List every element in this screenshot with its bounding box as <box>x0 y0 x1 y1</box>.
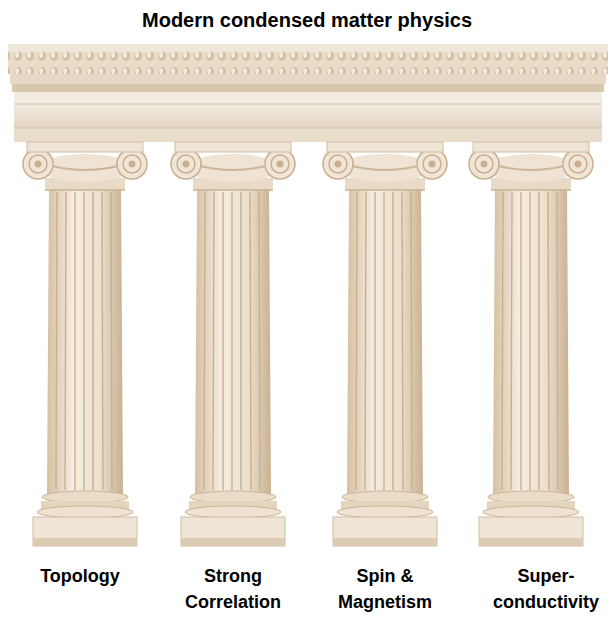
pillar-label: Spin & Magnetism <box>320 563 450 615</box>
diagram-title: Modern condensed matter physics <box>142 6 472 35</box>
pillar-label: Super- conductivity <box>482 563 610 615</box>
pillar-label: Strong Correlation <box>168 563 298 615</box>
pillar-label: Topology <box>15 563 145 589</box>
